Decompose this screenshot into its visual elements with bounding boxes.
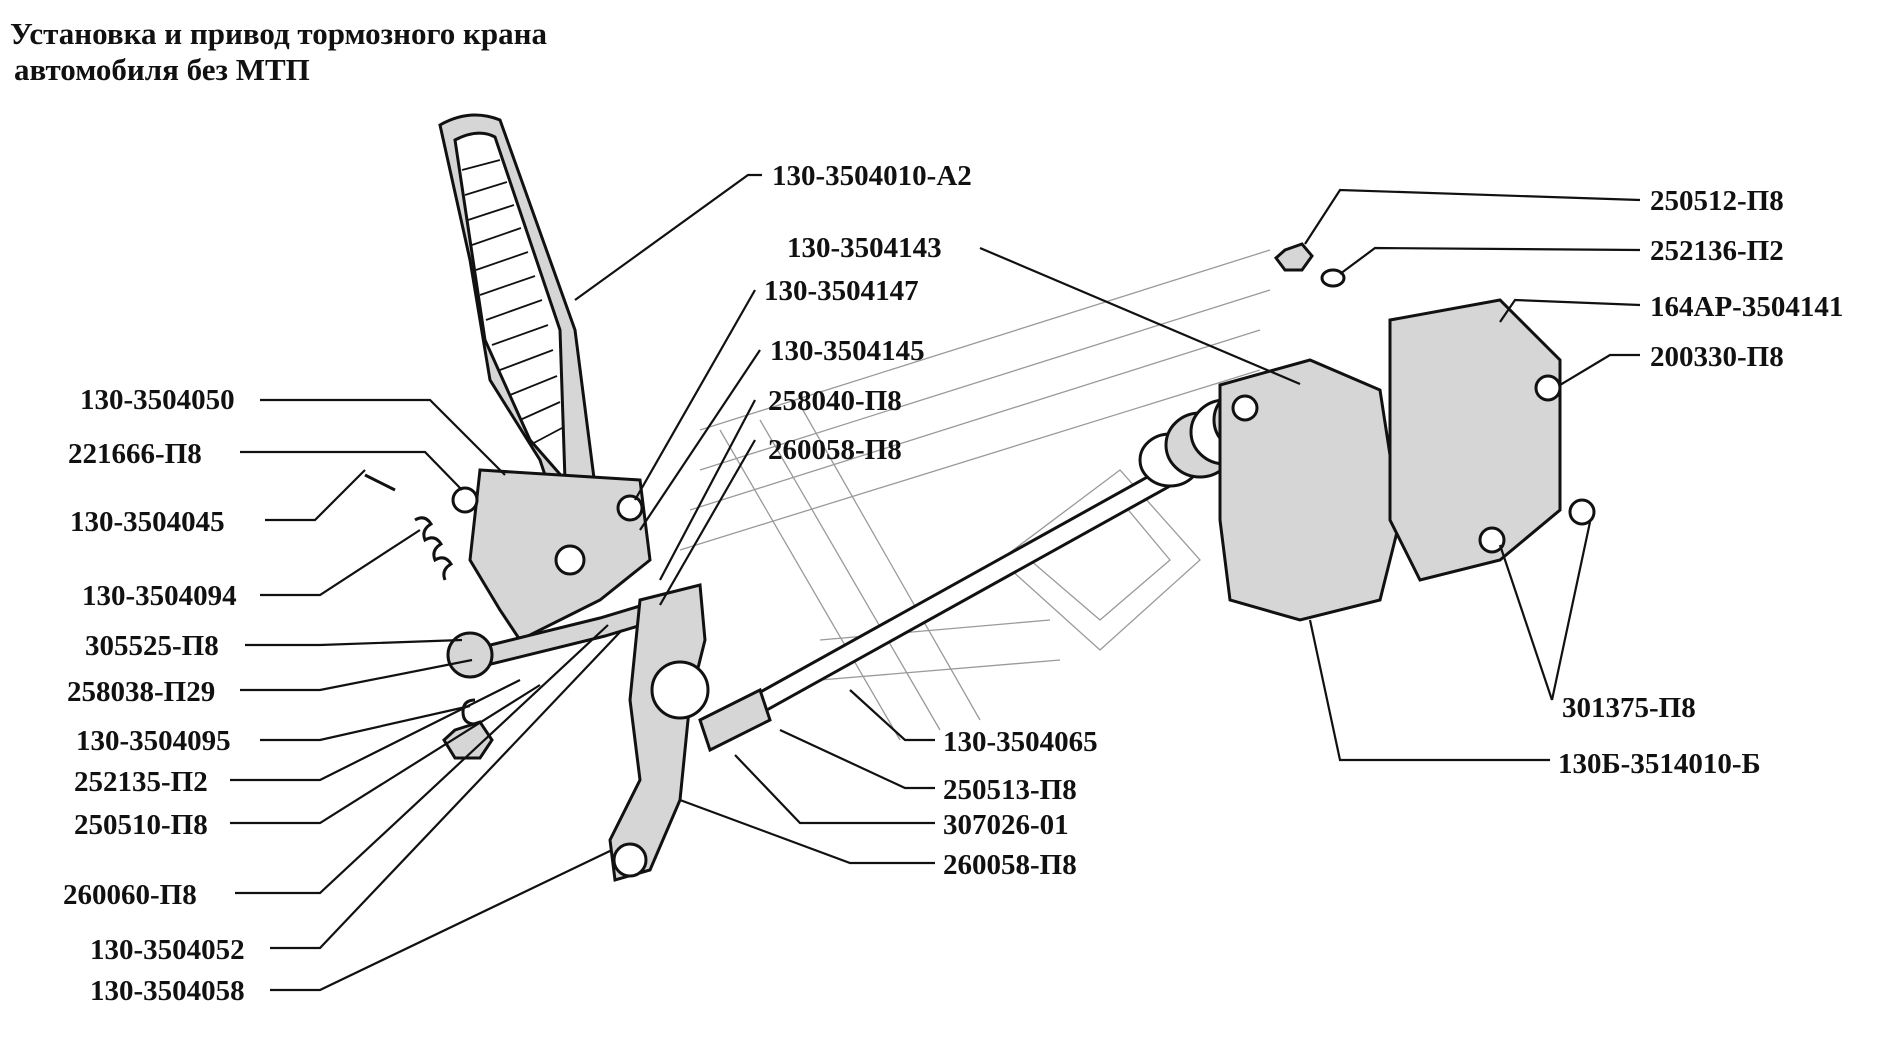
watermark-logo xyxy=(679,249,1271,741)
lever-hub xyxy=(650,660,710,720)
bolt xyxy=(554,544,586,576)
title-line-1: Установка и привод тормозного крана xyxy=(10,16,548,51)
label-130-3504058: 130-3504058 xyxy=(90,975,245,1007)
rod-end xyxy=(446,631,494,679)
label-252135-p2: 252135-П2 xyxy=(74,766,208,798)
label-258040-p8: 258040-П8 xyxy=(768,385,902,417)
label-250510-p8: 250510-П8 xyxy=(74,809,208,841)
brake-valve-body xyxy=(1218,358,1402,622)
return-spring xyxy=(364,473,454,581)
label-130-3504010-a2: 130-3504010-А2 xyxy=(772,160,972,192)
rod-clevis xyxy=(698,687,772,753)
label-260058-p8-top: 260058-П8 xyxy=(768,434,902,466)
label-130-3504052: 130-3504052 xyxy=(90,934,245,966)
bolt xyxy=(616,494,644,522)
bolt xyxy=(1478,526,1506,554)
bolt xyxy=(1534,374,1562,402)
label-252136-p2: 252136-П2 xyxy=(1650,235,1784,267)
diagram-title: Установка и привод тормозного крана авто… xyxy=(10,16,547,88)
label-130-3504065: 130-3504065 xyxy=(943,726,1098,758)
label-250512-p8: 250512-П8 xyxy=(1650,185,1784,217)
label-130-3504143: 130-3504143 xyxy=(787,232,942,264)
lever-eye xyxy=(612,842,648,878)
label-130-3504094: 130-3504094 xyxy=(82,580,237,612)
label-130-3504095: 130-3504095 xyxy=(76,725,231,757)
label-130-3504147: 130-3504147 xyxy=(764,275,919,307)
bolt xyxy=(451,486,479,514)
label-301375-p8: 301375-П8 xyxy=(1562,692,1696,724)
label-260058-p8-bottom: 260058-П8 xyxy=(943,849,1077,881)
label-200330-p8: 200330-П8 xyxy=(1650,341,1784,373)
brake-pedal xyxy=(438,113,602,537)
label-250513-p8: 250513-П8 xyxy=(943,774,1077,806)
part-labels: 130-3504010-А2 130-3504143 130-3504147 1… xyxy=(63,160,1843,1007)
label-130-3504145: 130-3504145 xyxy=(770,335,925,367)
label-260060-p8: 260060-П8 xyxy=(63,879,197,911)
nut-top xyxy=(1273,242,1314,272)
label-130-3504050: 130-3504050 xyxy=(80,384,235,416)
label-164ar-3504141: 164АР-3504141 xyxy=(1650,291,1843,323)
label-221666-p8: 221666-П8 xyxy=(68,438,202,470)
title-line-2: автомобиля без МТП xyxy=(14,52,310,87)
label-305525-p8: 305525-П8 xyxy=(85,630,219,662)
leader-lines xyxy=(230,173,1641,992)
label-130b-3514010-b: 130Б-3514010-Б xyxy=(1558,748,1761,780)
washer xyxy=(1320,268,1346,288)
valve-bracket xyxy=(1388,298,1562,582)
label-258038-p29: 258038-П29 xyxy=(67,676,215,708)
brake-parts-illustration xyxy=(364,113,1596,882)
label-307026-01: 307026-01 xyxy=(943,809,1069,841)
cotter-pin xyxy=(461,698,476,726)
bolt xyxy=(1568,498,1596,526)
long-rod xyxy=(707,467,1173,739)
bolt xyxy=(1231,394,1259,422)
brake-lever xyxy=(608,583,707,882)
label-130-3504045: 130-3504045 xyxy=(70,506,225,538)
